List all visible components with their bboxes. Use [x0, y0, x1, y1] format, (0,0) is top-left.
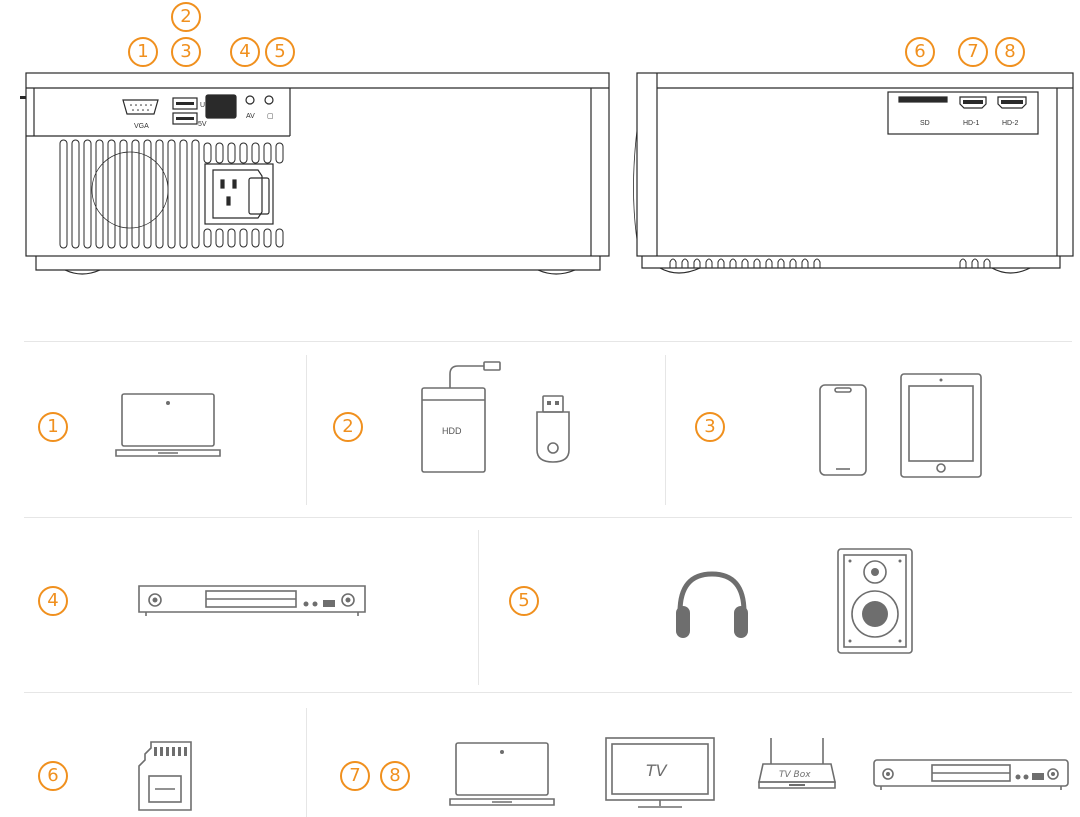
marker-1: 1 [38, 412, 68, 442]
marker-1-vga: 1 [128, 37, 158, 67]
label-sd: SD [920, 120, 930, 127]
marker-5: 5 [509, 586, 539, 616]
divider-r3 [306, 708, 307, 817]
tv-label: TV [646, 761, 668, 780]
divider-r2 [478, 530, 479, 685]
label-vga: VGA [134, 123, 149, 130]
marker-4: 4 [38, 586, 68, 616]
projector-side-view: SD HD-1 HD-2 [633, 72, 1074, 274]
divider-r1-a [306, 355, 307, 505]
external-hdd-icon: HDD [421, 361, 501, 473]
hdd-label: HDD [442, 426, 462, 436]
tv-icon: TV [605, 737, 715, 808]
marker-7-hd1: 7 [958, 37, 988, 67]
dvd-player-icon [138, 585, 366, 616]
label-hd1: HD-1 [963, 120, 979, 127]
speaker-icon [837, 548, 913, 654]
label-av: AV [246, 113, 255, 120]
marker-3: 3 [695, 412, 725, 442]
marker-6: 6 [38, 761, 68, 791]
divider-row2 [24, 692, 1072, 693]
marker-8: 8 [380, 761, 410, 791]
marker-4-av: 4 [230, 37, 260, 67]
divider-r1-b [665, 355, 666, 505]
marker-2-usb: 2 [171, 2, 201, 32]
svg-text:▢: ▢ [267, 113, 274, 120]
marker-2: 2 [333, 412, 363, 442]
label-hd2: HD-2 [1002, 120, 1018, 127]
projector-back-view: VGA U 5V AV ▢ [20, 72, 610, 275]
tablet-icon [900, 373, 982, 478]
headphones-icon [676, 571, 748, 638]
marker-8-hd2: 8 [995, 37, 1025, 67]
marker-3-5v: 3 [171, 37, 201, 67]
divider-top [24, 341, 1072, 342]
laptop-hdmi-icon [449, 742, 555, 806]
tvbox-label: TV Box [779, 770, 811, 780]
divider-row1 [24, 517, 1072, 518]
tv-box-icon: TV Box [758, 738, 836, 789]
sd-card-icon [138, 741, 192, 811]
marker-6-sd: 6 [905, 37, 935, 67]
laptop-icon [115, 393, 221, 457]
smartphone-icon [819, 384, 867, 476]
label-5v: 5V [198, 121, 207, 128]
usb-flash-drive-icon [536, 395, 570, 463]
marker-5-audio: 5 [265, 37, 295, 67]
label-usb: U [200, 102, 205, 109]
dvd-player-hdmi-icon [873, 759, 1069, 790]
marker-7: 7 [340, 761, 370, 791]
